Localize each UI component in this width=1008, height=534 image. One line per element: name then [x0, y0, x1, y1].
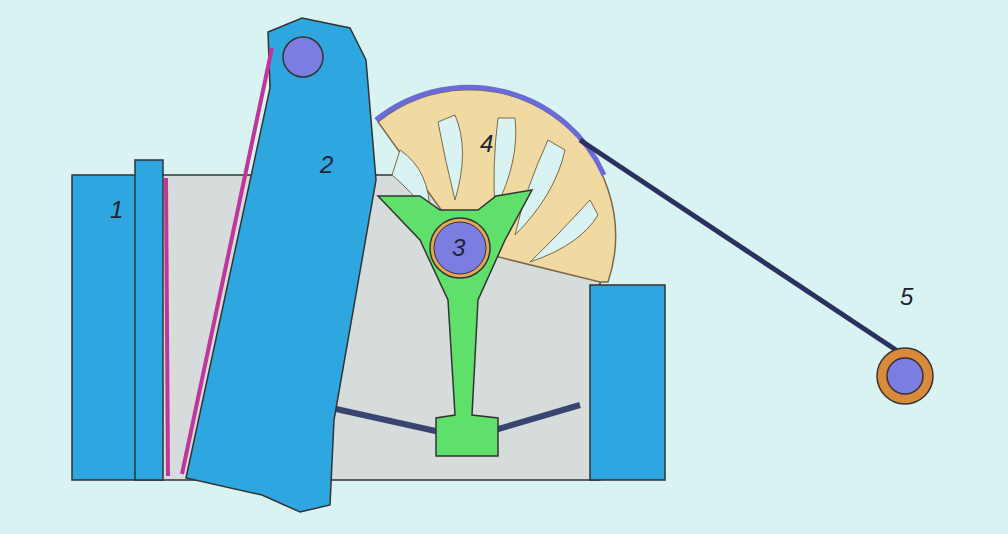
flywheel-cutout	[530, 200, 598, 262]
jaw-liner	[182, 48, 272, 474]
callout-number: 5	[900, 285, 913, 309]
eccentric-shaft	[434, 222, 486, 274]
flywheel-rim	[376, 87, 604, 175]
pivot-shaft	[283, 37, 323, 77]
toggle-plate	[488, 405, 580, 432]
motor-pulley	[877, 348, 933, 404]
swing-jaw	[186, 18, 376, 512]
fixed-jaw-flange	[135, 160, 163, 480]
callout-number: 1	[110, 198, 123, 222]
rear-block	[590, 285, 665, 480]
callout-number: 3	[452, 236, 465, 260]
flywheel-cutout	[515, 140, 565, 235]
pitman	[378, 190, 532, 456]
motor-shaft	[887, 358, 923, 394]
eccentric-bearing	[430, 218, 490, 278]
jaw-liner	[166, 178, 168, 476]
callout-number: 2	[320, 153, 333, 177]
callout-number: 4	[480, 132, 493, 156]
flywheel-cutout	[438, 115, 463, 200]
